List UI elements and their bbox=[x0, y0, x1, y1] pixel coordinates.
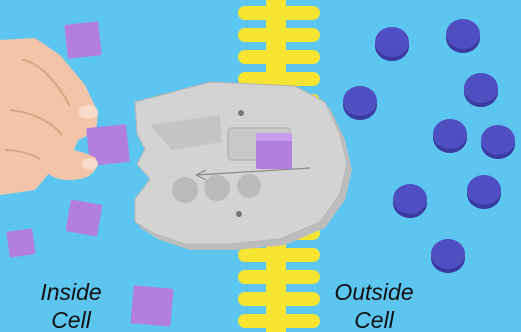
inside-cell-label: Inside Cell bbox=[30, 278, 112, 332]
blue-disc bbox=[446, 19, 480, 53]
blue-disc bbox=[393, 184, 427, 218]
purple-cube bbox=[6, 228, 35, 257]
blue-disc bbox=[464, 73, 498, 107]
blue-disc bbox=[467, 175, 501, 209]
blue-disc bbox=[433, 119, 467, 153]
blue-disc bbox=[481, 125, 515, 159]
blue-disc bbox=[431, 239, 465, 273]
transport-protein bbox=[135, 82, 352, 250]
blue-disc bbox=[375, 27, 409, 61]
outside-cell-label: Outside Cell bbox=[326, 278, 422, 332]
purple-cube bbox=[65, 199, 102, 236]
purple-cube bbox=[130, 285, 173, 326]
purple-cube bbox=[64, 21, 101, 58]
blue-disc bbox=[343, 86, 377, 120]
purple-cube-in-transporter bbox=[256, 133, 292, 169]
